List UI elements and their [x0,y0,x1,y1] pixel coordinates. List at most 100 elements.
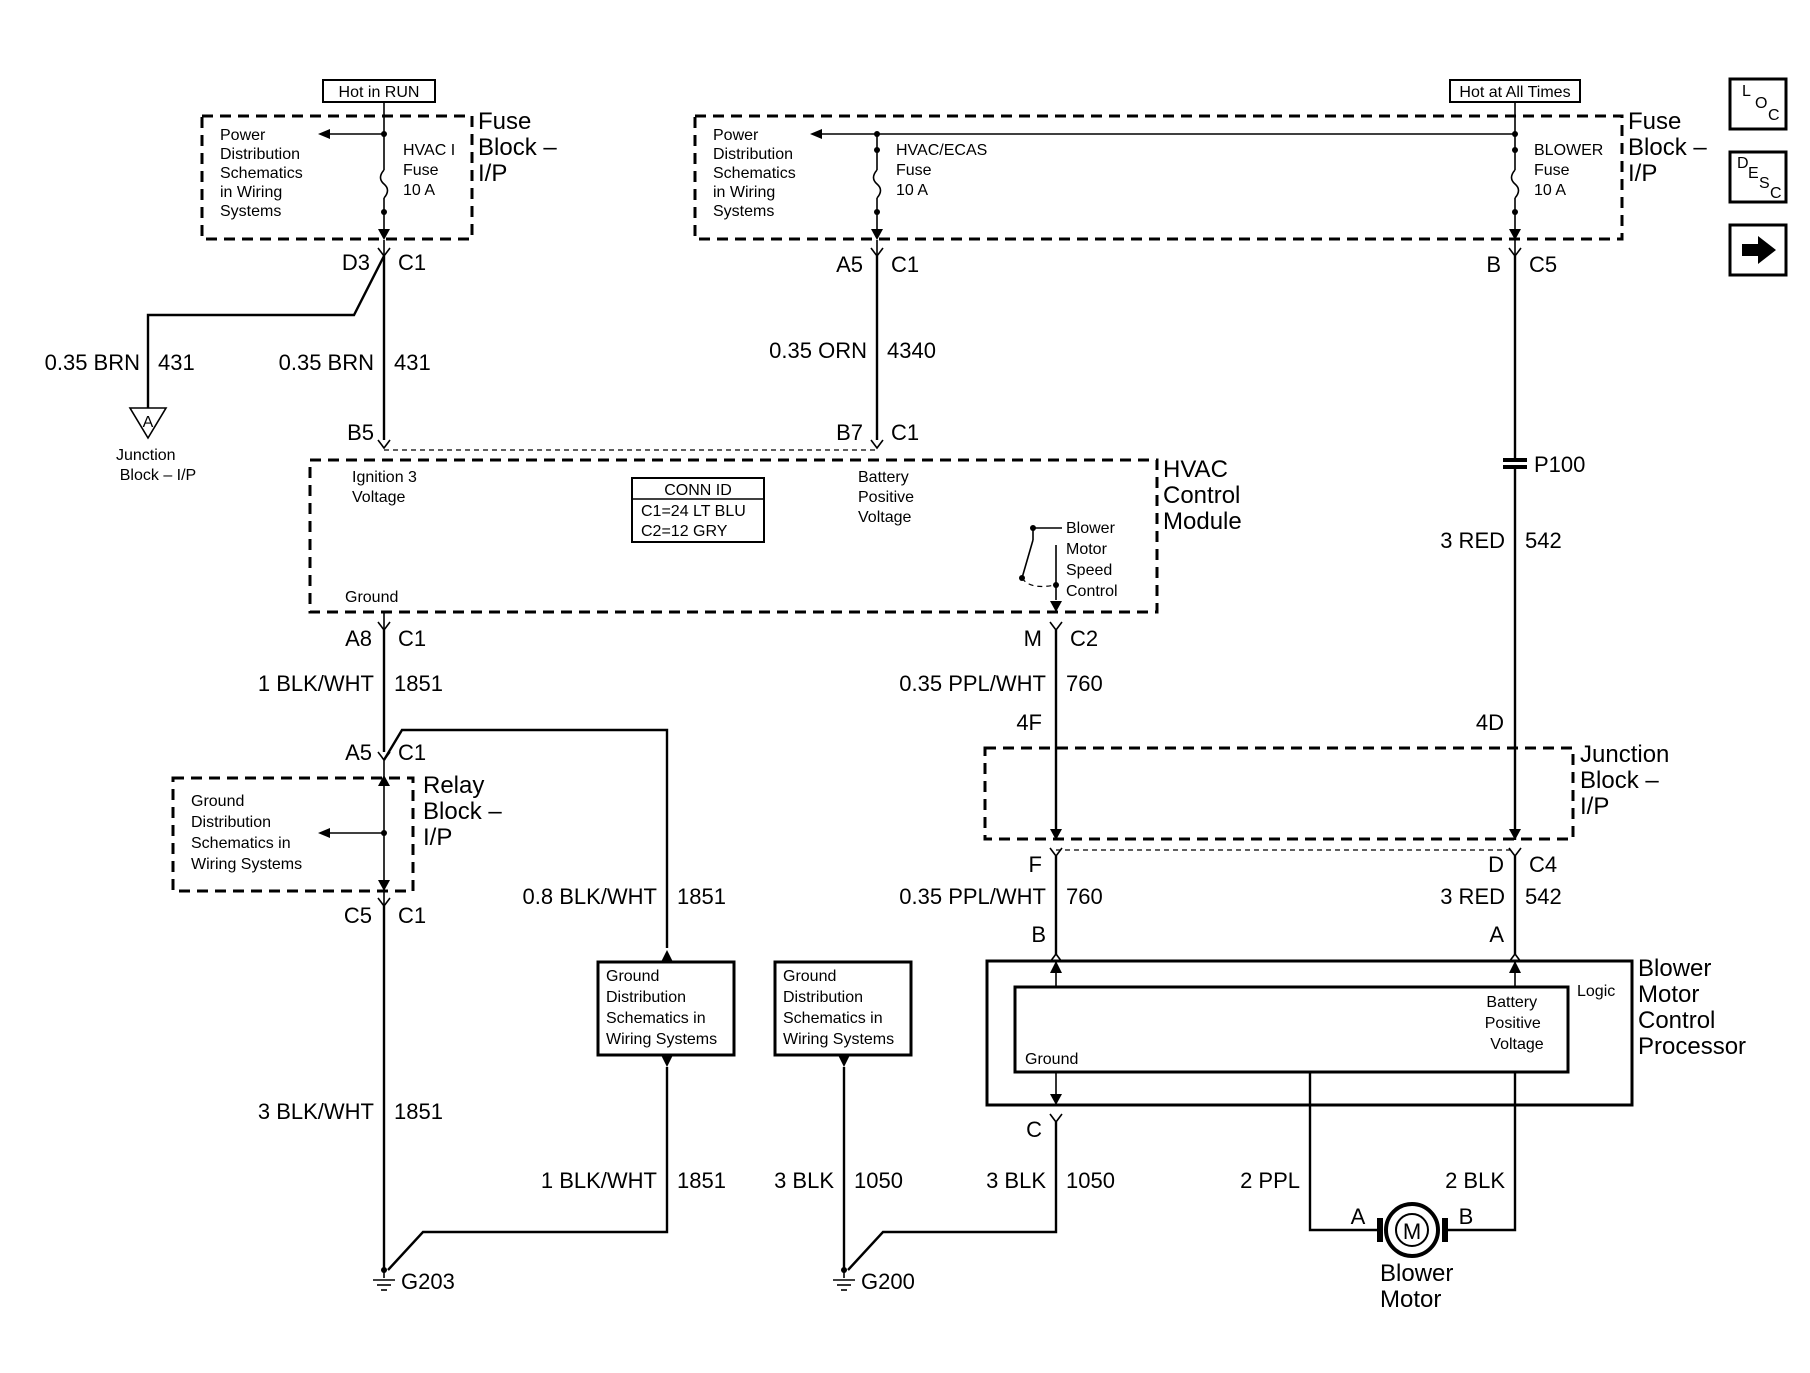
wire-1851-a: 1 BLK/WHT 1851 [258,630,443,752]
svg-text:C1: C1 [398,626,426,651]
wire-4340: 0.35 ORN 4340 B7 C1 [769,256,936,450]
svg-text:4340: 4340 [887,338,936,363]
svg-text:B: B [1486,252,1501,277]
connector-d3-c1: D3 C1 [342,240,426,275]
fuse-block-left: Hot in RUN Power Distribution Schematics… [200,79,563,241]
svg-text:0.35 BRN: 0.35 BRN [279,350,374,375]
svg-text:3 RED: 3 RED [1440,884,1505,909]
blower-speed-switch-icon [1019,525,1062,612]
connector-b-c5: B C5 [1486,240,1557,277]
fuse-block-right: Hot at All Times Power Distribution Sche… [693,79,1713,241]
svg-text:B: B [1459,1204,1474,1229]
svg-text:1050: 1050 [854,1168,903,1193]
svg-text:C1: C1 [891,252,919,277]
fuse-block-right-title: Fuse Block – I/P [1628,108,1713,187]
svg-text:C1: C1 [398,250,426,275]
svg-text:0.8 BLK/WHT: 0.8 BLK/WHT [523,884,657,909]
svg-text:C2: C2 [1070,626,1098,651]
svg-text:A5: A5 [345,740,372,765]
svg-text:1 BLK/WHT: 1 BLK/WHT [258,671,374,696]
bmcp-battery-label: Battery Positive Voltage [1485,994,1545,1053]
svg-text:Ground Distribution: Ground Distribution Schematics in Wiring… [606,968,717,1048]
hot-in-run-label: Hot in RUN [339,84,420,101]
junction-block-ip-label: Junction Block – I/P [116,447,196,484]
svg-text:431: 431 [394,350,431,375]
wire-1851-d: 1 BLK/WHT 1851 [387,1067,726,1271]
bmcp-logic-label: Logic [1577,983,1615,1000]
svg-text:4F: 4F [1016,710,1042,735]
fuse-block-left-title: Fuse Block – I/P [478,108,563,187]
svg-text:A: A [1351,1204,1366,1229]
hvac-control-module: HVAC Control Module Ignition 3 Voltage B… [308,456,1242,614]
ground-distribution-box-2: Ground Distribution Schematics in Wiring… [773,960,913,1067]
svg-text:C1: C1 [398,740,426,765]
svg-text:C: C [1026,1117,1042,1142]
wire-542-bottom: 3 RED 542 [1440,856,1562,955]
power-dist-right: Power Distribution Schematics in Wiring … [713,127,800,220]
bmcp-title: Blower Motor Control Processor [1638,955,1746,1060]
svg-text:3 BLK/WHT: 3 BLK/WHT [258,1099,374,1124]
wire-1851-c: 3 BLK/WHT 1851 [258,906,443,1270]
blower-motor: M A B Blower Motor [1351,1202,1474,1313]
svg-text:C5: C5 [344,903,372,928]
hvac-ground-label: Ground [345,589,398,606]
svg-text:D: D [1488,852,1504,877]
svg-text:A: A [1489,922,1504,947]
svg-text:C2=12 GRY: C2=12 GRY [641,523,728,540]
wire-760-a: 0.35 PPL/WHT 760 4F [899,630,1103,840]
loc-icon: L O C [1742,83,1780,124]
svg-text:0.35 PPL/WHT: 0.35 PPL/WHT [899,671,1046,696]
power-dist-left: Power Distribution Schematics in Wiring … [220,127,307,220]
svg-text:A: A [143,414,154,431]
blower-fuse-label: BLOWER Fuse 10 A [1534,142,1608,199]
svg-text:1851: 1851 [677,1168,726,1193]
svg-text:1851: 1851 [394,1099,443,1124]
conn-id-box: CONN ID C1=24 LT BLU C2=12 GRY [631,477,765,543]
junction-block-title: Junction Block – I/P [1580,741,1676,820]
blower-motor-label: Blower Motor [1380,1260,1460,1313]
svg-text:2 BLK: 2 BLK [1445,1168,1505,1193]
svg-text:B7: B7 [836,420,863,445]
loc-button[interactable]: L O C [1728,77,1788,131]
svg-text:D3: D3 [342,250,370,275]
svg-text:1 BLK/WHT: 1 BLK/WHT [541,1168,657,1193]
battery-positive-voltage-label: Battery Positive Voltage [858,469,918,526]
svg-text:0.35 BRN: 0.35 BRN [45,350,140,375]
svg-text:Ground Distribution: Ground Distribution Schematics in Wiring… [783,968,894,1048]
svg-text:760: 760 [1066,884,1103,909]
svg-text:3 RED: 3 RED [1440,528,1505,553]
svg-text:Hot at All Times: Hot at All Times [1459,84,1570,101]
svg-text:3 BLK: 3 BLK [986,1168,1046,1193]
blower-motor-control-processor: B A Logic Battery Positive Voltage Groun… [985,922,1746,1142]
hvac-i-fuse-label: HVAC I Fuse 10 A [403,142,460,199]
bmcp-ground-label: Ground [1025,1051,1078,1068]
ground-g200: G200 [833,1267,915,1294]
next-button[interactable] [1728,223,1788,277]
relay-block-title: Relay Block – I/P [423,772,508,851]
motor-icon: M [1403,1219,1421,1244]
desc-button[interactable]: D E S C [1728,150,1788,204]
svg-text:M: M [1024,626,1042,651]
connector-m-c2: M C2 [1024,621,1098,651]
ground-g203: G203 [373,1267,455,1294]
svg-text:CONN ID: CONN ID [664,482,732,499]
wire-1050-a: 3 BLK 1050 [774,1067,903,1270]
svg-text:B5: B5 [347,420,374,445]
desc-icon: D E S C [1737,155,1782,202]
svg-text:C1=24 LT BLU: C1=24 LT BLU [641,503,746,520]
svg-text:431: 431 [158,350,195,375]
p100-label: P100 [1534,452,1585,477]
svg-text:2 PPL: 2 PPL [1240,1168,1300,1193]
svg-text:A5: A5 [836,252,863,277]
ground-icon-g203-label: G203 [401,1269,455,1294]
arrow-right-icon [1742,236,1776,264]
blower-motor-speed-control-label: Blower Motor Speed Control [1066,520,1119,600]
svg-text:1050: 1050 [1066,1168,1115,1193]
wire-760-b: 0.35 PPL/WHT 760 [899,856,1103,955]
relay-block: A5 C1 Ground Distribution Schematics in … [171,728,669,948]
svg-text:4D: 4D [1476,710,1504,735]
svg-text:C1: C1 [398,903,426,928]
ground-distribution-box-1: Ground Distribution Schematics in Wiring… [596,960,736,1067]
ignition-3-voltage-label: Ignition 3 Voltage [352,469,421,506]
